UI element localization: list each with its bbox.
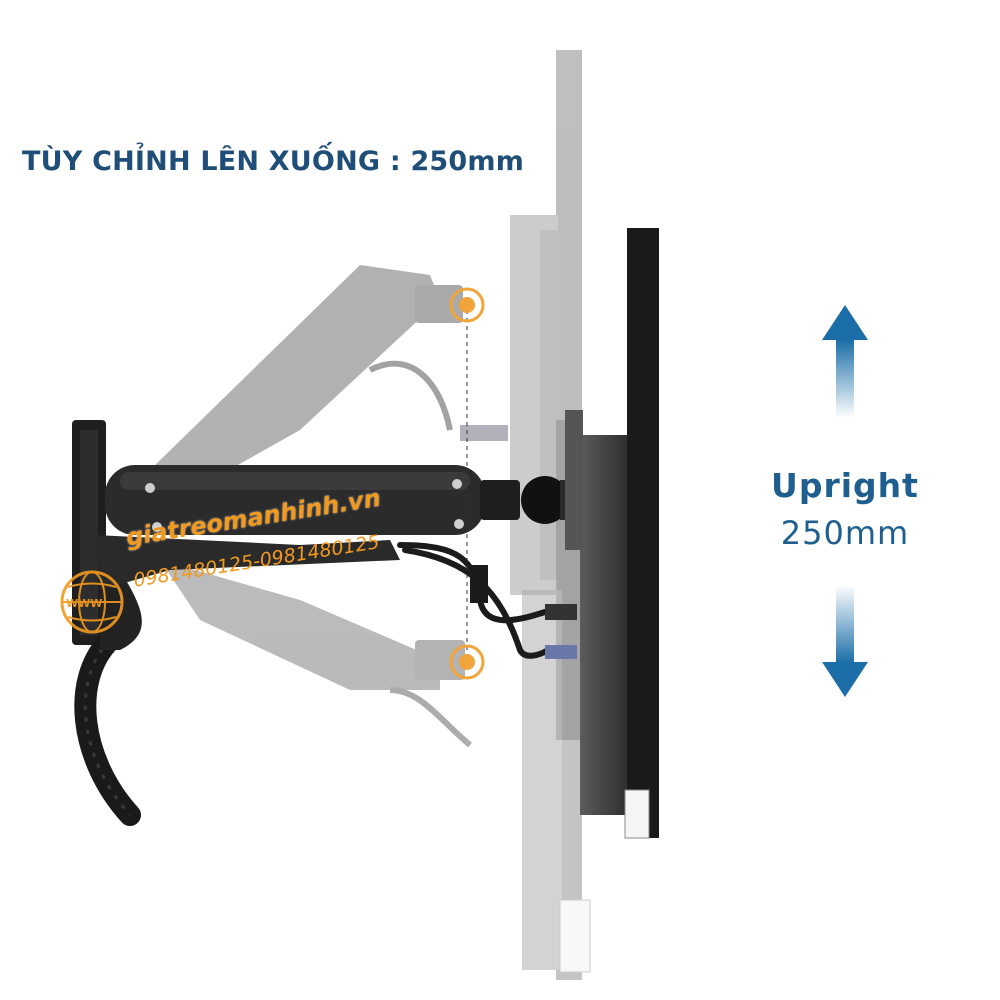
headline: TÙY CHỈNH LÊN XUỐNG : 250mm: [22, 146, 525, 177]
arrow-up-icon: [822, 305, 868, 418]
logo-text: WWW: [66, 597, 102, 610]
spec-value: 250mm: [780, 514, 910, 552]
ghost-arm-lower: [160, 560, 472, 748]
arrow-down-icon: [822, 585, 868, 697]
main-monitor: [565, 228, 659, 839]
pivot-lower-icon: [449, 644, 485, 680]
pivot-upper-icon: [449, 287, 485, 323]
main-arm: [95, 465, 590, 650]
cable-sleeve: [74, 629, 141, 826]
globe-logo-icon: WWW: [60, 570, 124, 634]
spec-title: Upright: [771, 466, 919, 505]
cables: [397, 542, 551, 659]
ghost-arm-upper: [150, 265, 508, 475]
